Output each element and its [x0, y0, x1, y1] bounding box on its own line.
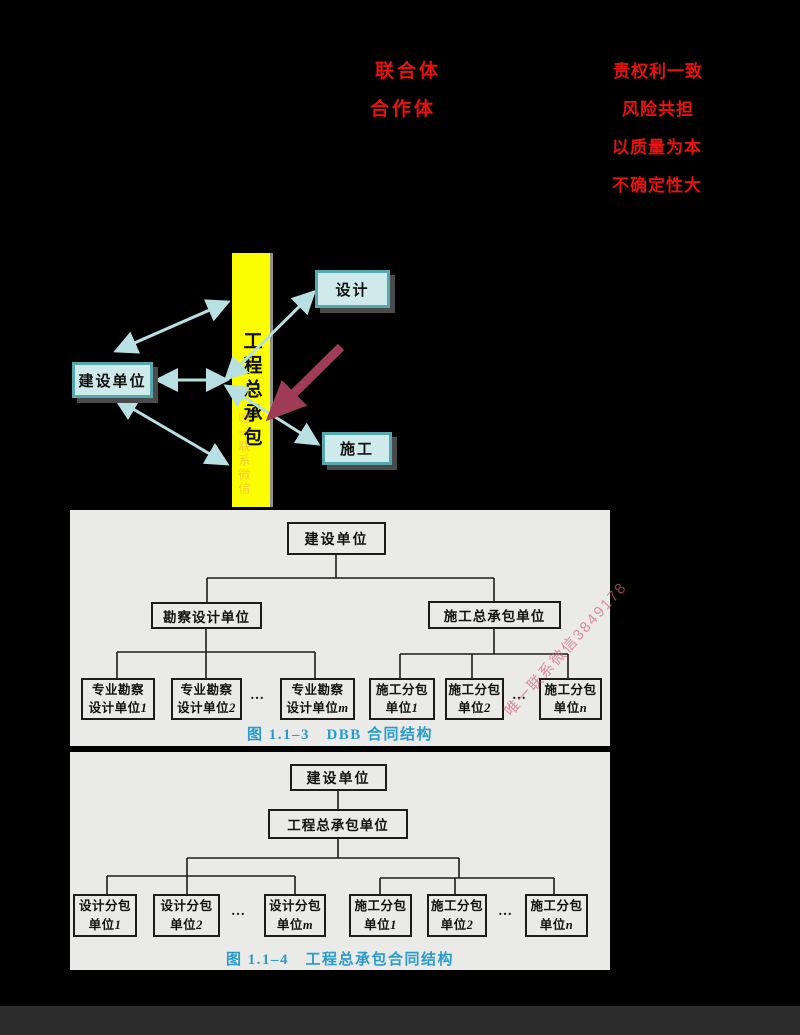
epc-leaf-sub-n: 施工分包单位n	[525, 894, 588, 937]
dbb-leaf-design-m: 专业勘察设计单位m	[280, 678, 355, 720]
epc-leaf-design-m: 设计分包单位m	[264, 894, 326, 937]
construction-box: 施工	[322, 432, 392, 465]
epc-leaf-sub-1: 施工分包单位1	[349, 894, 412, 937]
epc-owner-box: 建设单位	[290, 764, 387, 791]
dbb-caption: 图 1.1–3 DBB 合同结构	[246, 727, 434, 743]
dbb-ellipsis-left: …	[250, 688, 264, 703]
owner-box: 建设单位	[72, 362, 153, 398]
keyword-cooperative: 合作体	[370, 98, 437, 120]
dbb-leaf-sub-2: 施工分包单位2	[445, 678, 504, 720]
epc-bar-edge-line	[270, 253, 273, 507]
epc-structure-panel: 建设单位 工程总承包单位 设计分包单位1 设计分包单位2 … 设计分包单位m 施…	[70, 752, 610, 970]
arrow-owner-bar-bottom	[113, 397, 230, 466]
epc-leaf-design-2: 设计分包单位2	[153, 894, 220, 937]
arrow-owner-bar-top	[113, 299, 231, 354]
epc-connectors	[106, 791, 555, 894]
dbb-gc-box: 施工总承包单位	[428, 601, 561, 629]
keyword-right-4: 不确定性大	[612, 176, 702, 196]
owner-label: 建设单位	[78, 372, 147, 390]
epc-leaf-sub-2: 施工分包单位2	[427, 894, 487, 937]
epc-contractor-label: 工程总承包单位	[287, 818, 389, 833]
bottom-band	[0, 1006, 800, 1035]
dbb-owner-label: 建设单位	[304, 532, 369, 548]
dbb-owner-box: 建设单位	[287, 522, 386, 555]
epc-caption: 图 1.1–4 工程总承包合同结构	[225, 952, 454, 968]
dbb-leaf-design-1: 专业勘察设计单位1	[81, 678, 155, 720]
epc-leaf-design-1: 设计分包单位1	[73, 894, 137, 937]
dbb-survey-design-box: 勘察设计单位	[151, 602, 262, 629]
dbb-structure-panel: 建设单位 勘察设计单位 施工总承包单位 专业勘察设计单位1 专业勘察设计单位2 …	[70, 510, 631, 746]
construction-label: 施工	[339, 441, 374, 458]
dbb-connectors	[116, 555, 569, 678]
epc-ellipsis-right: …	[498, 904, 512, 919]
keyword-right-1: 责权利一致	[613, 62, 703, 82]
epc-bar-label: 工程总承包	[240, 331, 262, 451]
keyword-consortium: 联合体	[375, 60, 442, 82]
design-label: 设计	[335, 281, 370, 299]
dbb-leaf-sub-n: 施工分包单位n	[539, 678, 602, 720]
epc-contractor-box: 工程总承包单位	[268, 809, 408, 839]
epc-ellipsis-left: …	[231, 904, 245, 919]
epc-bar: 工程总承包	[232, 253, 270, 507]
dbb-gc-label: 施工总承包单位	[443, 609, 546, 624]
keyword-right-2: 风险共担	[622, 100, 694, 120]
design-box: 设计	[315, 270, 390, 308]
dbb-ellipsis-right: …	[512, 688, 526, 703]
keyword-right-3: 以质量为本	[612, 138, 702, 158]
dbb-survey-design-label: 勘察设计单位	[163, 609, 250, 625]
dbb-leaf-sub-1: 施工分包单位1	[369, 678, 435, 720]
epc-owner-label: 建设单位	[306, 771, 371, 787]
dbb-leaf-design-2: 专业勘察设计单位2	[171, 678, 242, 720]
conflict-arrow	[265, 343, 345, 422]
